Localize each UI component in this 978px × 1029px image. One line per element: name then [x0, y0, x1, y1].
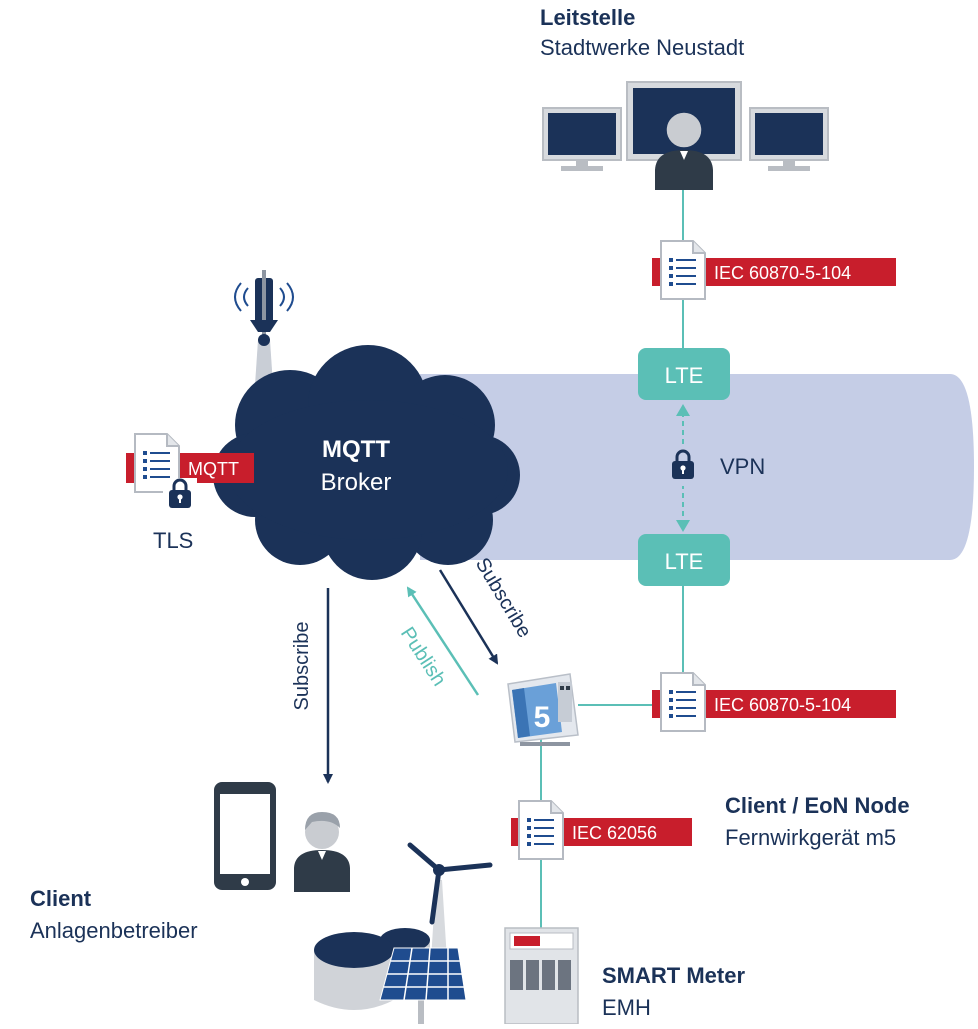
- iec62056-protocol: IEC 62056: [511, 800, 692, 860]
- leitstelle-subtitle: Stadtwerke Neustadt: [540, 35, 744, 60]
- tls-label: TLS: [153, 528, 193, 553]
- smart-meter-title: SMART Meter: [602, 963, 745, 988]
- iec104-top-protocol: IEC 60870-5-104: [652, 240, 896, 300]
- client-subtitle: Anlagenbetreiber: [30, 918, 198, 943]
- iec104-bottom-label: IEC 60870-5-104: [714, 695, 851, 715]
- smart-meter-subtitle: EMH: [602, 995, 651, 1020]
- iec104-bottom-protocol: IEC 60870-5-104: [652, 672, 896, 732]
- client-person-icon: [294, 812, 350, 892]
- m5-device-icon: 5: [507, 673, 579, 746]
- operator-person-icon: [655, 111, 713, 190]
- mqtt-protocol: MQTT: [126, 433, 254, 514]
- publish-label: Publish: [396, 623, 450, 690]
- mqtt-broker-cloud: [213, 345, 520, 580]
- vpn-lock-icon: [666, 448, 700, 486]
- lte-bottom-label: LTE: [665, 549, 704, 574]
- broker-title: MQTT: [322, 436, 390, 463]
- broker-subtitle: Broker: [321, 469, 392, 496]
- subscribe-left-arrow: Subscribe: [291, 588, 333, 784]
- m5-device-label: 5: [534, 701, 551, 734]
- eon-node-title: Client / EoN Node: [725, 793, 910, 818]
- lte-top-label: LTE: [665, 363, 704, 388]
- publish-arrow: Publish: [396, 586, 480, 696]
- subscribe-right-label: Subscribe: [471, 554, 536, 642]
- smart-meter-icon: [504, 927, 579, 1025]
- solar-panel-icon: [379, 947, 467, 1024]
- eon-node-subtitle: Fernwirkgerät m5: [725, 825, 896, 850]
- leitstelle-title: Leitstelle: [540, 5, 635, 30]
- client-title: Client: [30, 886, 92, 911]
- tablet-icon: [214, 782, 276, 890]
- mqtt-label: MQTT: [188, 459, 239, 479]
- iec104-top-label: IEC 60870-5-104: [714, 263, 851, 283]
- subscribe-right-arrow: Subscribe: [438, 554, 536, 665]
- lte-top-box: LTE: [638, 348, 730, 400]
- lte-bottom-box: LTE: [638, 534, 730, 586]
- wind-turbine-icon: [407, 842, 493, 960]
- vpn-label: VPN: [720, 454, 765, 479]
- subscribe-left-label: Subscribe: [291, 622, 313, 711]
- iec62056-label: IEC 62056: [572, 823, 657, 843]
